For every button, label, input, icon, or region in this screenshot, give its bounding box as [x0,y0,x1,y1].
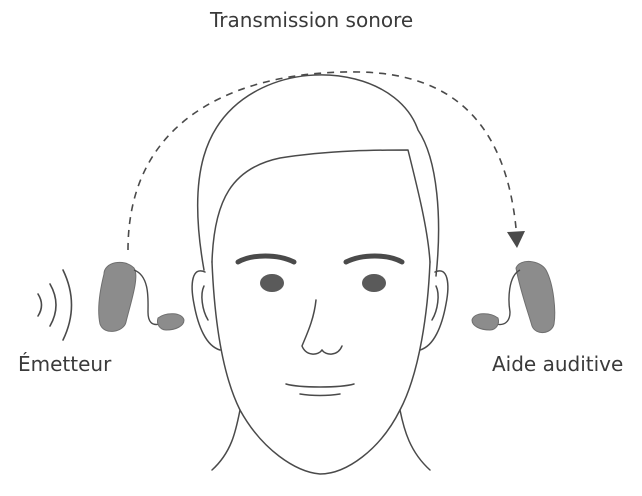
transmission-label: Transmission sonore [210,10,413,30]
transmitter-device-icon [99,262,184,331]
head-illustration [192,75,448,474]
eyes [260,274,386,292]
hearing-aid-label: Aide auditive [492,354,623,374]
dashed-arc-arrow-icon [128,72,525,250]
sound-waves-icon [38,270,72,340]
transmitter-label: Émetteur [18,354,111,374]
hearing-aid-device-icon [472,261,555,332]
